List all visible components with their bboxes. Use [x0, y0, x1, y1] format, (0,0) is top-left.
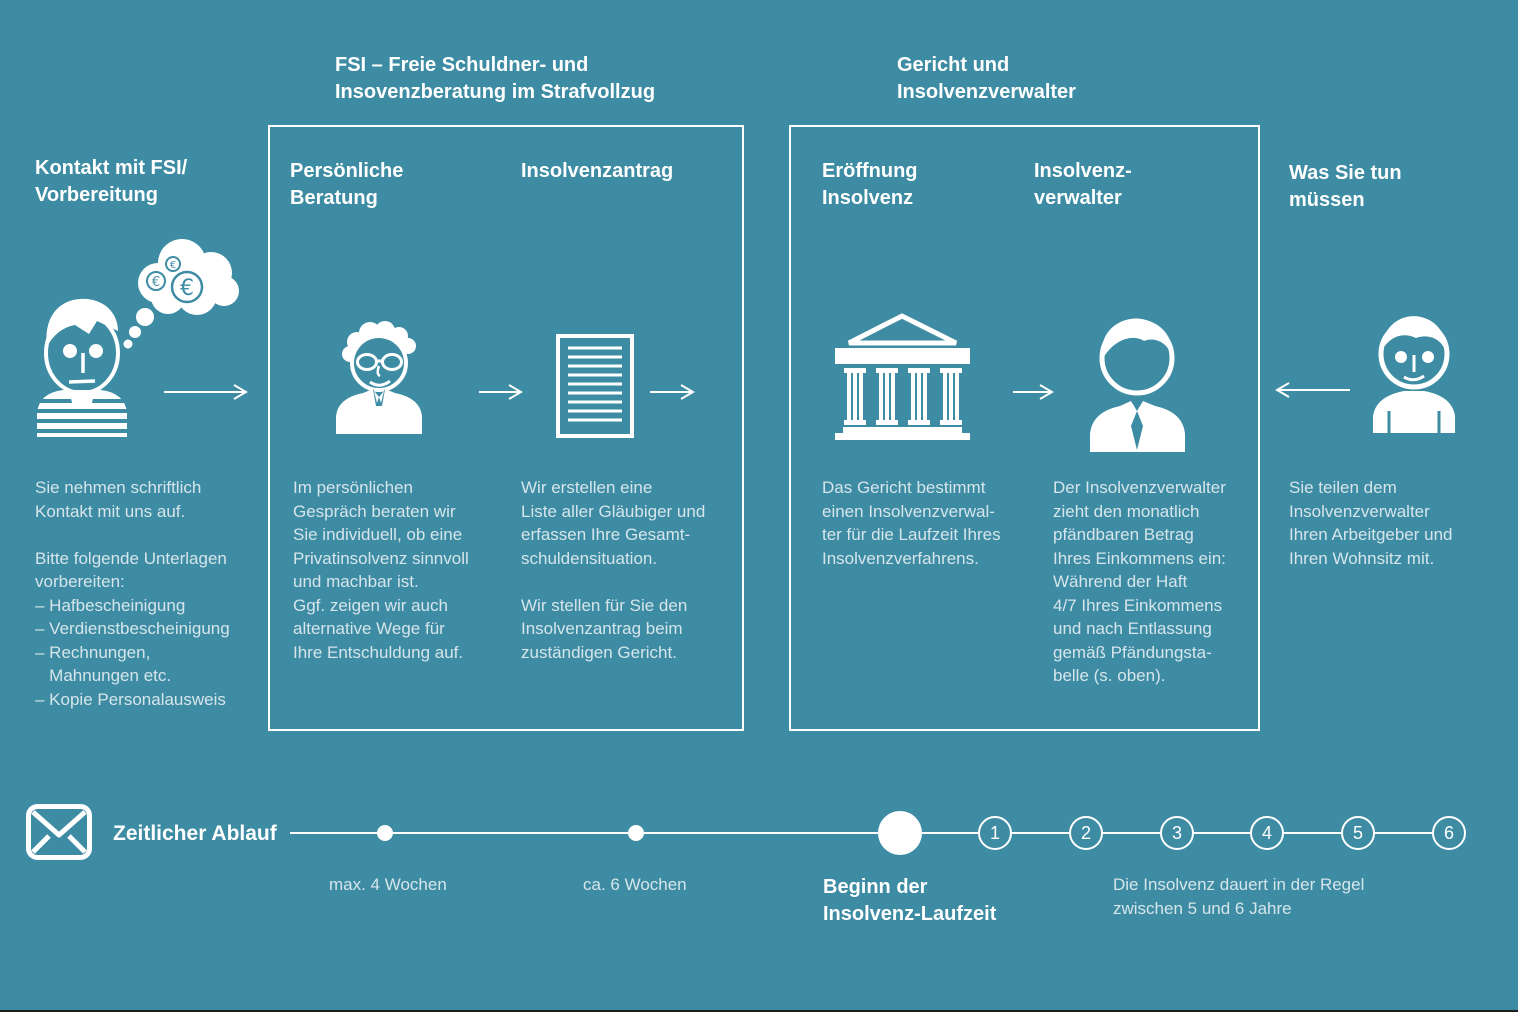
antrag-title: Insolvenzantrag: [521, 160, 674, 182]
timeline-start-dot: [878, 811, 922, 855]
antrag-body: Wir erstellen eine Liste aller Gläubiger…: [521, 478, 706, 662]
prisoner-icon: [1368, 310, 1460, 433]
thinking-person-icon: € € €: [25, 235, 255, 445]
timeline-year-circle-2: 2: [1069, 816, 1103, 850]
contact-title: Kontakt mit FSI/ Vorbereitung: [35, 157, 188, 206]
verwalter-title: Insolvenz- verwalter: [1034, 160, 1132, 209]
eroeffnung-title: Eröffnung Insolvenz: [822, 160, 918, 209]
envelope-icon: [26, 804, 92, 860]
timeline-label-duration: Die Insolvenz dauert in der Regel zwisch…: [1113, 875, 1365, 918]
arrow-right-icon: [478, 381, 523, 403]
timeline-label-4weeks: max. 4 Wochen: [329, 875, 447, 894]
timeline-label: Zeitlicher Ablauf: [113, 822, 277, 845]
svg-text:€: €: [180, 276, 194, 301]
todo-body: Sie teilen dem Insolvenzverwalter Ihren …: [1289, 478, 1453, 568]
todo-title: Was Sie tun müssen: [1289, 162, 1402, 211]
court-box-frame: [789, 125, 1260, 731]
court-group-header: Gericht und Insolvenzverwalter: [897, 54, 1076, 103]
arrow-left-icon: [1275, 379, 1351, 401]
fsi-box-frame: [268, 125, 744, 731]
contact-body: Sie nehmen schriftlich Kontakt mit uns a…: [35, 478, 230, 709]
svg-text:€: €: [170, 260, 176, 271]
arrow-right-icon: [1012, 381, 1054, 403]
timeline-line: [290, 832, 1450, 834]
timeline-year-circle-5: 5: [1341, 816, 1375, 850]
timeline-dot-4weeks: [377, 825, 393, 841]
timeline-dot-6weeks: [628, 825, 644, 841]
timeline-year-circle-6: 6: [1432, 816, 1466, 850]
court-icon: [835, 310, 970, 440]
beratung-title: Persönliche Beratung: [290, 160, 404, 209]
document-icon: [556, 334, 634, 438]
bottom-margin: [0, 1012, 1518, 1017]
administrator-icon: [1090, 310, 1185, 452]
beratung-body: Im persönlichen Gespräch beraten wir Sie…: [293, 478, 469, 662]
verwalter-body: Der Insolvenzverwalter zieht den monatli…: [1053, 478, 1226, 685]
svg-text:€: €: [152, 275, 160, 290]
timeline-label-start: Beginn der Insolvenz-Laufzeit: [823, 876, 997, 925]
advisor-icon: [333, 318, 425, 434]
timeline-year-circle-4: 4: [1250, 816, 1284, 850]
timeline-label-6weeks: ca. 6 Wochen: [583, 875, 687, 894]
timeline-year-circle-1: 1: [978, 816, 1012, 850]
timeline-year-circle-3: 3: [1160, 816, 1194, 850]
arrow-right-icon: [163, 381, 248, 403]
arrow-right-icon: [649, 381, 695, 403]
eroeffnung-body: Das Gericht bestimmt einen Insolvenzverw…: [822, 478, 1001, 568]
bottom-rule: [0, 1010, 1518, 1012]
fsi-group-header: FSI – Freie Schuldner- und Insovenzberat…: [335, 54, 656, 103]
